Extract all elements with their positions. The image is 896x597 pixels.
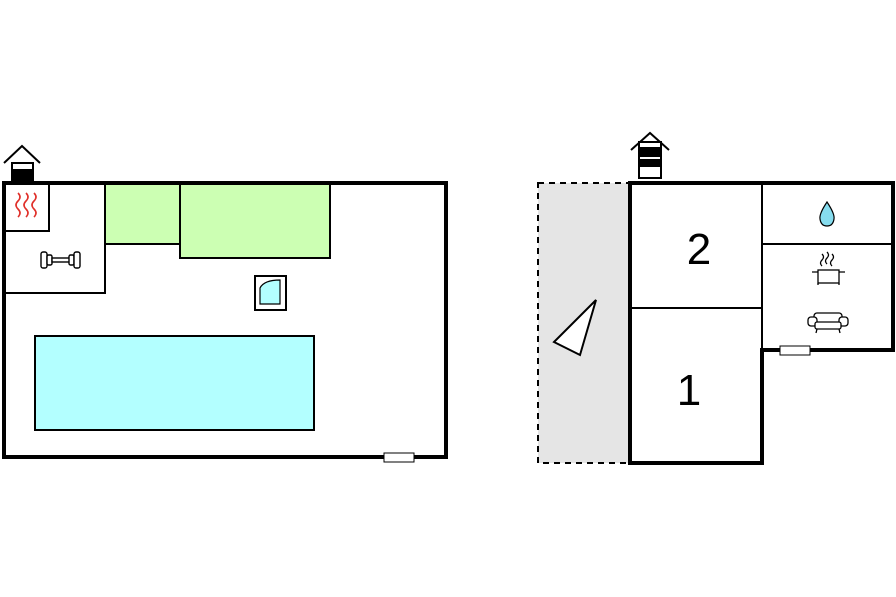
sauna-icon <box>15 192 37 218</box>
swimming-pool <box>34 335 315 431</box>
sauna-room <box>3 182 50 232</box>
outer-wall-left <box>2 181 448 459</box>
dumbbell-icon <box>40 251 81 269</box>
entrance-door <box>383 452 415 463</box>
room-label: 2 <box>687 225 711 274</box>
lawn-area <box>104 182 181 245</box>
entrance-door <box>779 345 811 356</box>
lawn-area <box>179 182 331 259</box>
house-level-icon <box>630 131 670 179</box>
water-drop-icon <box>819 200 835 227</box>
house-level-icon <box>3 144 41 182</box>
room-label: 1 <box>677 366 701 415</box>
cooking-pot-icon <box>812 251 845 285</box>
floor-plan-right: 2 1 <box>537 131 895 465</box>
floor-plan-left <box>2 144 448 463</box>
sofa-icon <box>807 312 849 334</box>
sun-lounger-icon <box>552 299 597 357</box>
shower-icon <box>254 275 287 311</box>
